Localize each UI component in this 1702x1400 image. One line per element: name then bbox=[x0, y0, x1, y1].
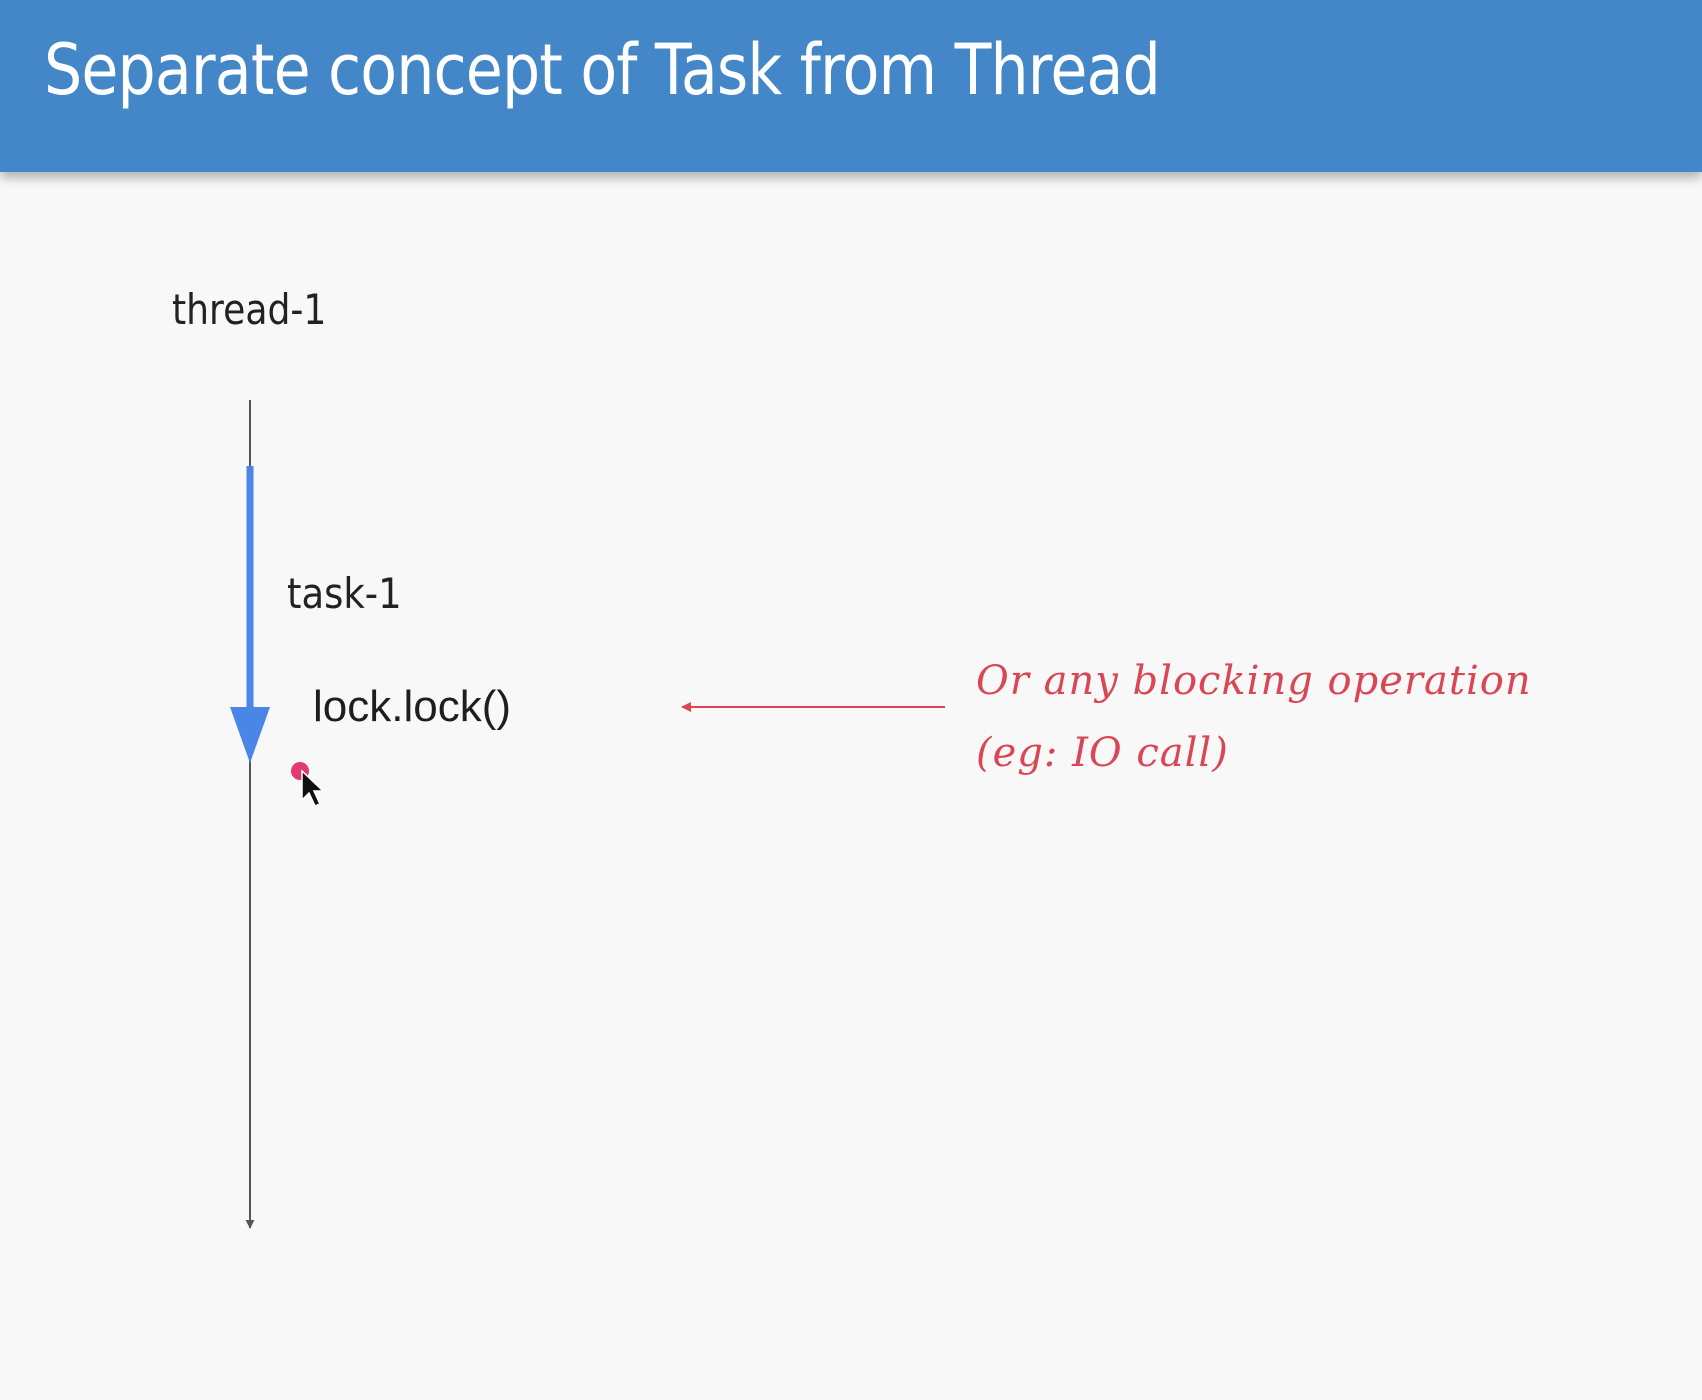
cursor-arrow bbox=[301, 769, 325, 807]
slide-header: Separate concept of Task from Thread bbox=[0, 0, 1702, 172]
thread-label: thread-1 bbox=[172, 285, 327, 334]
annotation-line-1: Or any blocking operation bbox=[976, 658, 1532, 704]
annotation-line-2: (eg: IO call) bbox=[976, 730, 1229, 776]
slide-title: Separate concept of Task from Thread bbox=[44, 29, 1161, 111]
blocking-operation-annotation: Or any blocking operation (eg: IO call) bbox=[976, 645, 1532, 789]
task-progress-arrowhead bbox=[230, 707, 270, 763]
lock-operation-label: lock.lock() bbox=[313, 682, 512, 731]
mouse-pointer-icon bbox=[291, 762, 325, 807]
task-label: task-1 bbox=[287, 569, 402, 618]
